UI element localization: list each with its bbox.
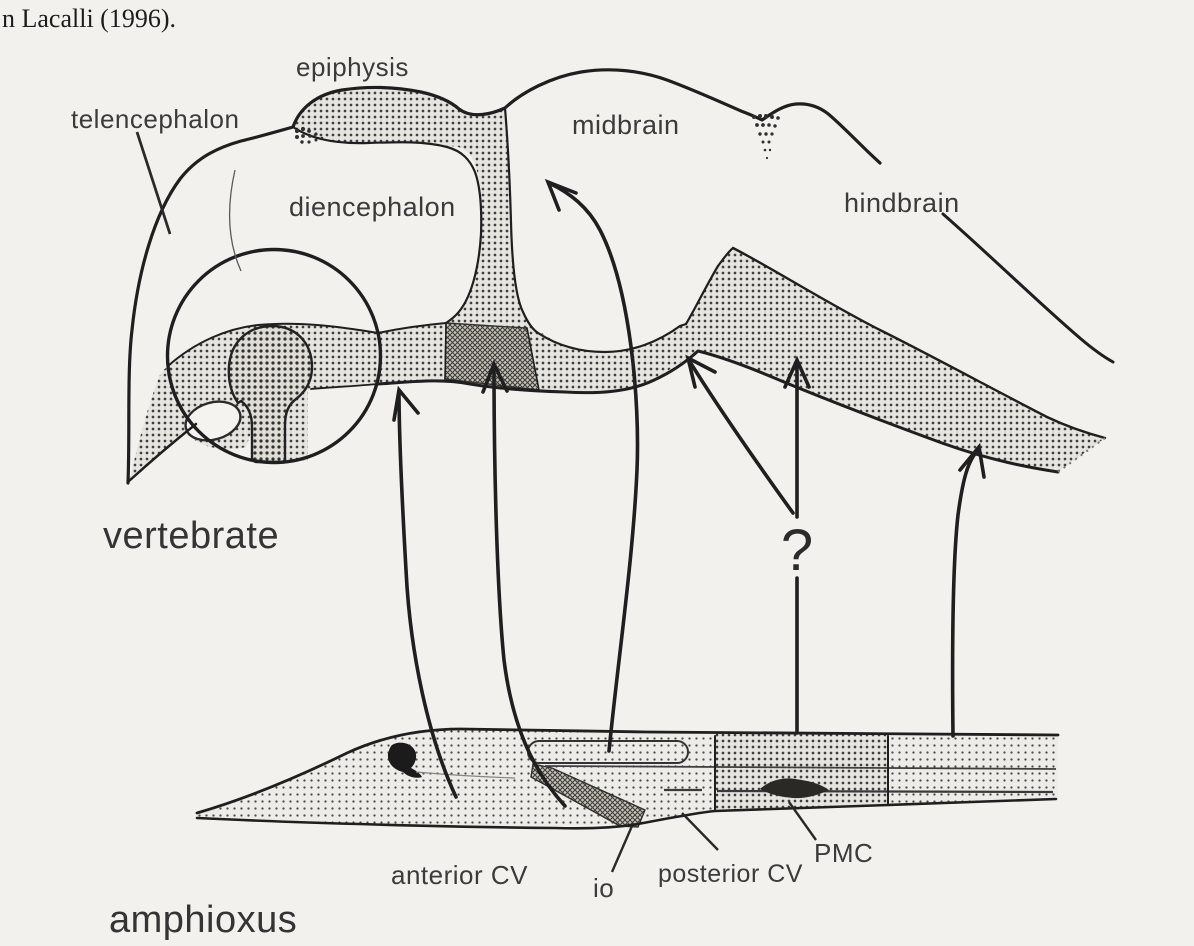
label-anterior-cv: anterior CV <box>391 860 528 890</box>
amphioxus-top-outline <box>195 727 1060 815</box>
patch-side-edges <box>444 322 540 391</box>
hindbrain-band-cut-edge <box>1057 437 1106 473</box>
band-bottom-edge-in-circle <box>310 383 379 390</box>
amphioxus-bottom-outline-anterior <box>195 816 640 830</box>
arrow-anterior-cv-to-hypothalamus <box>392 385 458 799</box>
figure-caption: n Lacalli (1996). <box>2 4 176 33</box>
arrow-anterior-cv-to-posterior-diencephalon <box>544 178 640 753</box>
cord-inner-line-upper <box>544 765 1057 770</box>
question-mark: ? <box>781 518 813 583</box>
infundibular-dark-patch <box>444 322 540 391</box>
midbrain-floor-pocket-edge <box>536 322 688 354</box>
label-hindbrain: hindbrain <box>844 188 960 218</box>
label-vertebrate: vertebrate <box>103 515 279 557</box>
label-amphioxus: amphioxus <box>109 899 297 941</box>
eye-vesicle-circle <box>165 247 383 465</box>
io-wedge <box>530 763 646 828</box>
band-top-edge-in-circle <box>167 322 379 367</box>
arrow-question-straight <box>783 355 811 735</box>
amphioxus-figure <box>195 727 1060 873</box>
spike-right-edge <box>127 422 198 483</box>
telencephalon-pointer-line <box>135 131 172 235</box>
hindbrain-dorsal-outline <box>941 212 1115 364</box>
vertebrate-brain-figure <box>126 68 1115 485</box>
label-io: io <box>593 873 614 903</box>
label-posterior-cv: posterior CV <box>658 860 803 888</box>
brain-dorsal-outline <box>126 68 882 485</box>
pigment-spot <box>387 742 422 778</box>
arrow-cord-to-hindbrain-floor <box>950 442 986 738</box>
label-diencephalon: diencephalon <box>289 192 456 222</box>
stipple-dots-isthmus <box>752 114 780 160</box>
label-midbrain: midbrain <box>572 110 680 140</box>
isthmus-apex-left-edge <box>684 246 735 326</box>
arrow-question-curved-branch <box>685 354 795 515</box>
pmc-lens <box>760 778 829 799</box>
amphioxus-posterior-cord-section <box>888 734 1058 805</box>
epiphysis-band-right-edge <box>503 106 540 335</box>
label-epiphysis: epiphysis <box>296 52 409 82</box>
faint-internal-line <box>415 771 516 779</box>
pmc-pointer-line <box>788 801 817 841</box>
posterior-cv-pointer-line <box>681 812 719 851</box>
homology-arrows <box>392 178 986 808</box>
band-top-edge-right-of-circle <box>377 322 447 334</box>
amphioxus-bottom-outline-posterior <box>636 797 1058 826</box>
stipple-dots-epiphysis-notch <box>294 126 324 144</box>
hindbrain-band-top-edge <box>731 246 1107 440</box>
epiphysis-band-left-edge <box>291 125 483 325</box>
label-telencephalon: telencephalon <box>71 104 239 134</box>
label-pmc: PMC <box>814 838 873 868</box>
telencephalon-boundary-line <box>228 169 242 272</box>
io-pointer-line <box>610 825 634 873</box>
arrow-io-to-infundibulum <box>481 359 567 808</box>
amphioxus-posterior-cv-section <box>715 733 888 810</box>
hindbrain-floor-band <box>686 248 1105 472</box>
